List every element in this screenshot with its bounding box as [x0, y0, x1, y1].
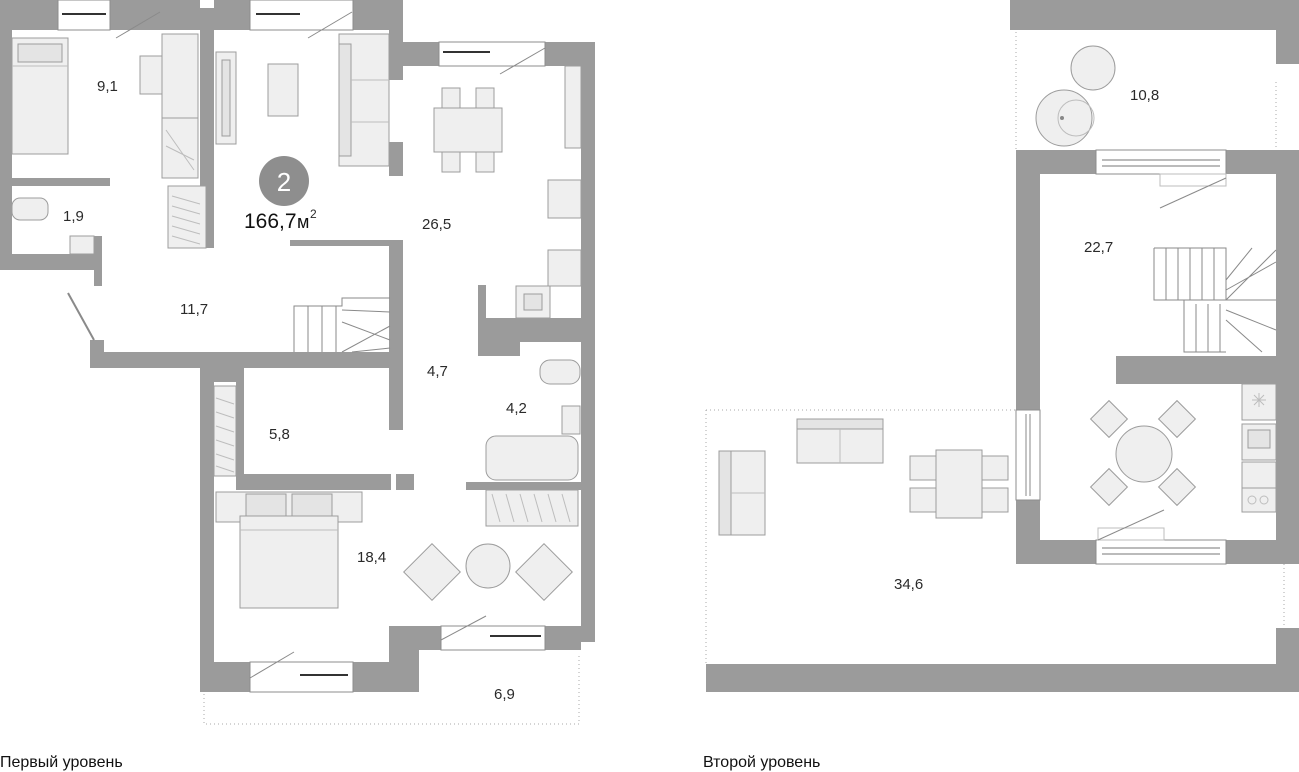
- windows-second-level: [1015, 149, 1227, 565]
- second-level-caption: Второй уровень: [703, 754, 820, 771]
- coffee-table: [267, 63, 299, 117]
- double-bed: [215, 491, 363, 609]
- room-area-26-5: 26,5: [422, 216, 451, 233]
- round-dining-table: [1089, 399, 1197, 507]
- toilet-small-bath: [11, 197, 95, 255]
- second-level-plan: [705, 0, 1299, 692]
- kitchen-second: [1241, 383, 1277, 513]
- wardrobe-storage: [213, 385, 237, 477]
- room-area-34-6: 34,6: [894, 576, 923, 593]
- windows-first-level: [57, 0, 546, 693]
- room-area-9-1: 9,1: [97, 78, 118, 95]
- rooms-count: 2: [277, 167, 291, 197]
- room-area-5-8: 5,8: [269, 426, 290, 443]
- area-unit-sup: 2: [310, 207, 317, 221]
- first-level-caption: Первый уровень: [0, 754, 123, 771]
- armchairs-round-table: [403, 543, 573, 601]
- first-level-plan: [0, 0, 595, 725]
- terrace-sofa-top: [796, 418, 884, 464]
- kitchen-first: [515, 65, 582, 319]
- room-area-4-2: 4,2: [506, 400, 527, 417]
- room-area-22-7: 22,7: [1084, 239, 1113, 256]
- walls-first-level: [0, 0, 595, 692]
- tv-unit: [215, 51, 237, 145]
- room-area-10-8: 10,8: [1130, 87, 1159, 104]
- wardrobe-hall: [167, 185, 207, 249]
- room-area-1-9: 1,9: [63, 208, 84, 225]
- round-chairs-terrace: [1035, 45, 1116, 147]
- terrace-dining-set: [909, 449, 1009, 519]
- area-unit: м: [297, 212, 309, 232]
- stairs-first-level: [293, 297, 391, 353]
- rooms-count-badge: 2: [259, 156, 309, 206]
- dining-set-first: [433, 87, 503, 173]
- room-area-11-7: 11,7: [180, 301, 208, 318]
- desk: [139, 33, 199, 179]
- single-bed: [11, 37, 69, 155]
- sofa-living: [338, 33, 390, 167]
- room-area-18-4: 18,4: [357, 549, 386, 566]
- stairs-second-level: [1153, 247, 1277, 353]
- total-area: 166,7: [244, 210, 297, 233]
- terrace-sofa-left: [718, 450, 766, 536]
- room-area-6-9: 6,9: [494, 686, 515, 703]
- bathroom-fixtures: [485, 359, 581, 527]
- room-area-4-7: 4,7: [427, 363, 448, 380]
- walls-second-level: [706, 0, 1299, 692]
